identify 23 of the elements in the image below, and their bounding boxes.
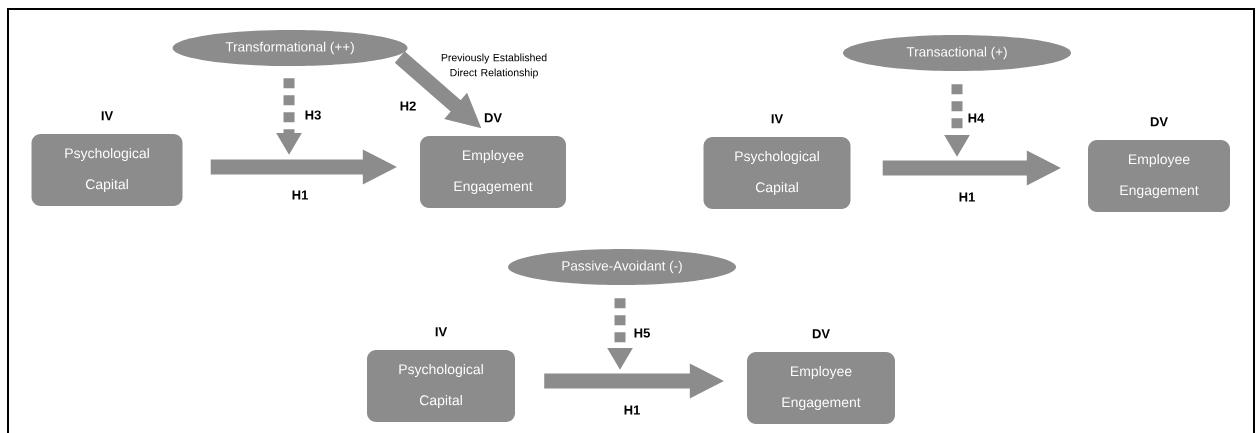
edge-label: H1 — [624, 405, 640, 415]
note-text: Previously Established Direct Relationship — [441, 53, 547, 79]
edge-label: H3 — [305, 110, 321, 120]
edge-label: H2 — [400, 101, 416, 111]
ellipse-node: Transactional (+) — [843, 35, 1071, 71]
process-box: Psychological Capital — [31, 134, 183, 206]
variable-label: DV — [812, 329, 830, 339]
process-box: Employee Engagement — [420, 136, 566, 208]
variable-label: IV — [771, 114, 784, 124]
ellipse-node: Transformational (++) — [172, 30, 408, 66]
edge-label: H4 — [968, 113, 985, 123]
process-box: Employee Engagement — [1088, 140, 1230, 212]
variable-label: DV — [1150, 117, 1168, 127]
edge-label: H1 — [959, 192, 975, 202]
edge-label: H5 — [634, 328, 650, 338]
process-box: Employee Engagement — [747, 352, 895, 424]
variable-label: IV — [101, 111, 114, 121]
process-box: Psychological Capital — [367, 350, 515, 422]
variable-label: IV — [435, 327, 448, 337]
edge-label: H1 — [292, 190, 308, 200]
process-box: Psychological Capital — [703, 137, 851, 209]
variable-label: DV — [484, 113, 502, 123]
ellipse-node: Passive-Avoidant (-) — [508, 249, 736, 285]
